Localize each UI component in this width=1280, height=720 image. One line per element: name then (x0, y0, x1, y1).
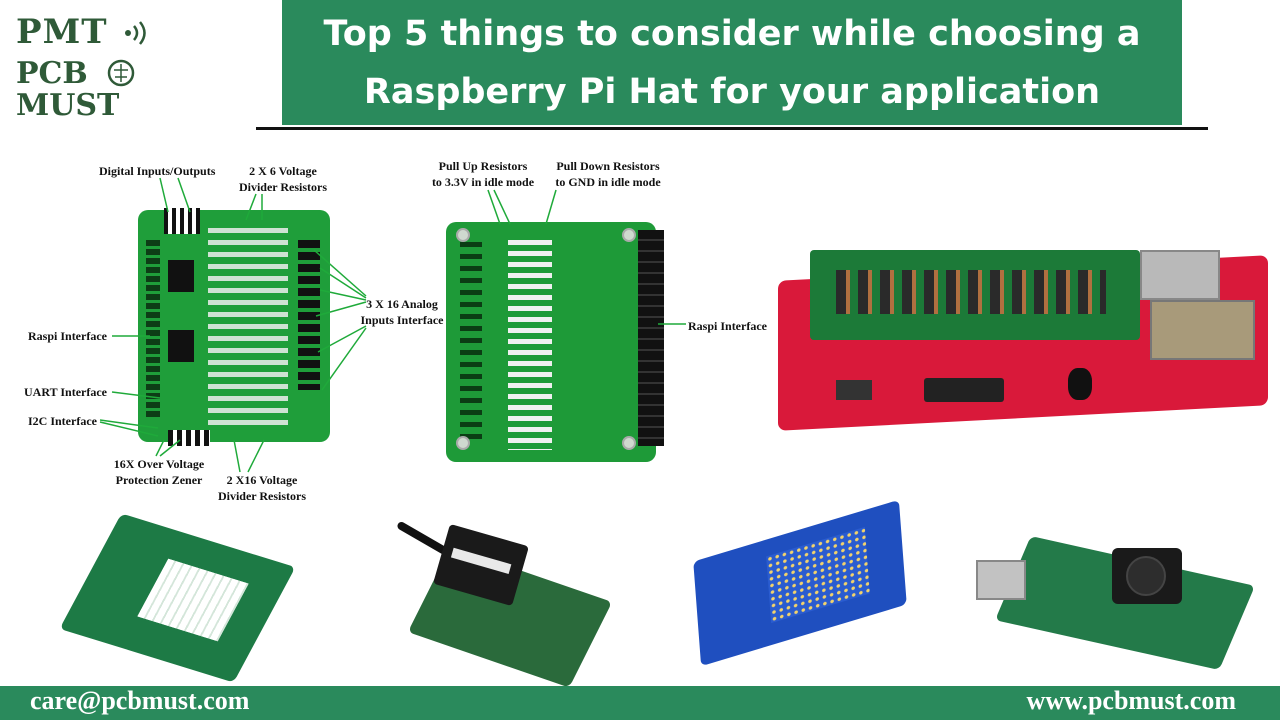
mount-hole (622, 228, 636, 242)
servo-header-pins (836, 270, 1106, 314)
usb-port (1140, 250, 1220, 300)
analog-input-headers (298, 240, 320, 390)
digital-hat-board-image (446, 222, 664, 462)
raspi-header (638, 230, 664, 446)
label-analog-inputs: 3 X 16 Analog Inputs Interface (360, 297, 444, 327)
fan-icon (1112, 548, 1182, 604)
mount-hole (456, 228, 470, 242)
label-raspi-interface-2: Raspi Interface (688, 319, 767, 333)
resistor-array (208, 228, 288, 428)
label-pulldown: Pull Down Resistors to GND in idle mode (555, 159, 661, 189)
mount-hole (622, 436, 636, 450)
ic-chip (168, 260, 194, 292)
label-digital-io: Digital Inputs/Outputs (99, 164, 216, 178)
pad-array (460, 242, 482, 442)
ic-chip (168, 330, 194, 362)
title-banner: Top 5 things to consider while choosing … (282, 0, 1182, 125)
logo-must-text: MUST (16, 88, 120, 123)
resistor-array (508, 240, 552, 450)
footer-email[interactable]: care@pcbmust.com (30, 686, 250, 715)
label-pullup: Pull Up Resistors to 3.3V in idle mode (431, 159, 535, 189)
logo-pmt-text: PMT (16, 12, 108, 52)
label-raspi-interface: Raspi Interface (28, 329, 107, 343)
logo-pcb-text: PCB (16, 56, 88, 91)
label-zener: 16X Over Voltage Protection Zener (113, 457, 205, 487)
analog-hat-board-image (138, 210, 330, 442)
modem-label (450, 547, 512, 574)
mount-hole (456, 436, 470, 450)
footer-website[interactable]: www.pcbmust.com (1026, 686, 1236, 715)
audio-jack (1068, 368, 1092, 400)
wifi-signal-icon (125, 21, 146, 45)
title-line-1: Top 5 things to consider while choosing … (323, 13, 1141, 54)
fan-hub (1126, 556, 1166, 596)
title-line-2: Raspberry Pi Hat for your application (363, 71, 1101, 112)
raspi-header-pins (146, 240, 160, 420)
pcbmust-logo: PMT PCB MUST (14, 12, 154, 124)
footer-bar: care@pcbmust.com www.pcbmust.com (0, 686, 1280, 720)
circuit-globe-icon (107, 59, 135, 87)
ethernet-port (1150, 300, 1255, 360)
title-divider (256, 127, 1208, 130)
usb-port (976, 560, 1026, 600)
label-i2c-interface: I2C Interface (28, 414, 97, 428)
label-voltage-divider-6: 2 X 6 Voltage Divider Resistors (238, 164, 328, 194)
label-voltage-divider-16: 2 X16 Voltage Divider Resistors (217, 473, 307, 503)
digital-io-pins (164, 208, 200, 234)
micro-usb-port (836, 380, 872, 400)
label-uart-interface: UART Interface (24, 385, 108, 399)
hdmi-port (924, 378, 1004, 402)
